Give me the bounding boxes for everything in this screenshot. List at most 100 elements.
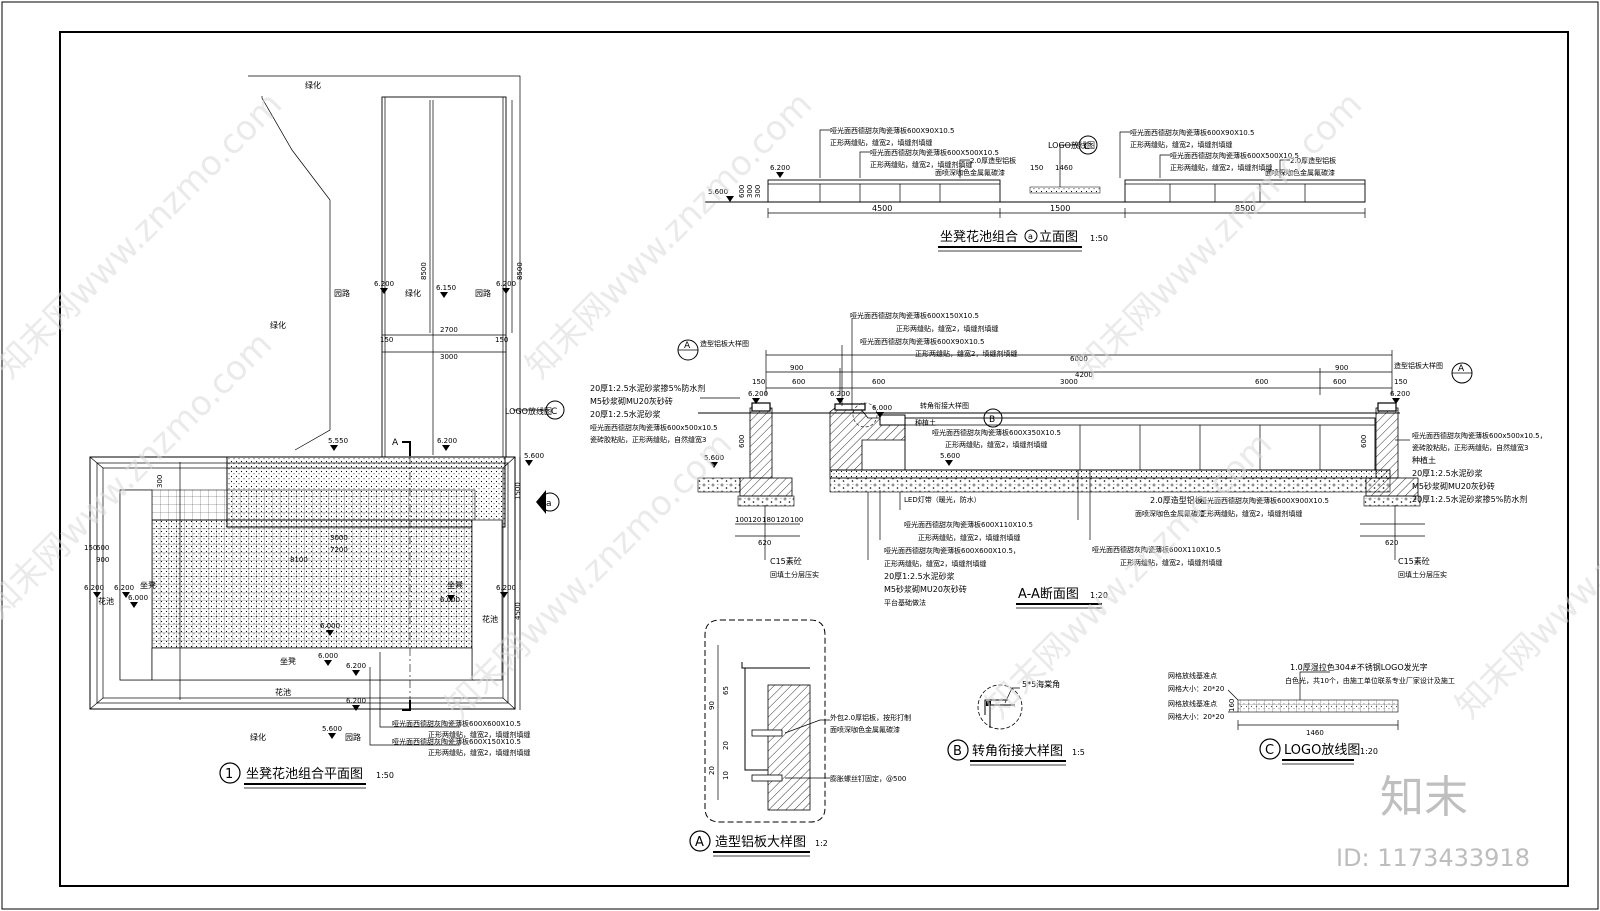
elev-logo-ref: LOGO放线图 — [1048, 140, 1095, 150]
section-right-note-3: 种植土 — [1412, 455, 1436, 465]
plan-dim-150: 150 — [84, 544, 97, 552]
elev-note-l1: 哑光面西德甜灰陶瓷薄板600X90X10.5 — [830, 126, 954, 135]
section-bottom-note-8: 平台基础做法 — [884, 598, 926, 607]
watermark-id: ID: 1173433918 — [1336, 844, 1530, 872]
section-bottom-right-3: 哑光面西德甜灰陶瓷薄板600X900X10.5 — [1200, 496, 1329, 505]
plan-elev-2: 6.150 — [436, 284, 456, 292]
section-level-1: 6.200 — [748, 390, 768, 398]
elev-title-suffix: 立面图 — [1039, 230, 1078, 245]
elev-title: 坐凳花池组合 — [940, 229, 1018, 245]
plan-label-yuanlu-right: 园路 — [475, 288, 491, 298]
plan-elev-3: 6.200 — [496, 280, 516, 288]
detail-c-dim-1460: 1460 — [1306, 729, 1324, 737]
section-right-note-6: 20厚1:2.5水泥砂浆掺5%防水剂 — [1412, 494, 1527, 504]
section-bottom-right-4: 正形两缝贴，缝宽2，填缝剂填缝 — [1200, 509, 1302, 518]
plan-elev-5: 6.200 — [437, 437, 457, 445]
section-bottom-note-6: 20厚1:2.5水泥砂浆 — [884, 571, 955, 581]
elev-dim-v3: 300 — [754, 185, 762, 198]
plan-label-yuanlu-left: 园路 — [334, 288, 350, 298]
section-foot-left-1: C15素砼 — [770, 556, 802, 566]
plan-elev-14: 6.200 — [346, 662, 366, 670]
plan-dim-150b: 150 — [495, 336, 508, 344]
section-labels: A 造型铝板大样图 A 造型铝板大样图 B 6000 900 4200 900 … — [590, 311, 1547, 609]
detail-c-grid-2: 网格大小：20*20 — [1168, 684, 1224, 693]
section-right-note-1: 哑光面西德甜灰陶瓷薄板600x500x10.5， — [1412, 431, 1547, 440]
plan-label-lvhua-left: 绿化 — [270, 320, 286, 330]
detail-b — [947, 684, 1023, 761]
elev-level-2: 5.600 — [708, 188, 728, 196]
section-bottom-note-2: 哑光面西德甜灰陶瓷薄板600X110X10.5 — [904, 520, 1033, 529]
detail-a-note-1: 外包2.0厚铝板，按形打制 — [830, 713, 911, 722]
section-top-note-6: 哑光面西德甜灰陶瓷薄板600X350X10.5 — [932, 428, 1061, 437]
section-bottom-right-2: 面喷深咖色金属氟碳漆 — [1135, 509, 1205, 518]
elev-dim-v1: 600 — [738, 185, 746, 198]
section-bottom-note-7: M5砂浆砌MU20灰砂砖 — [884, 584, 967, 594]
plan-label-zuodeng-right: 坐凳 — [447, 580, 463, 590]
section-level-4: 5.600 — [940, 452, 960, 460]
elev-callout-c: C — [1084, 142, 1090, 152]
section-level-6: 6.200 — [1390, 390, 1410, 398]
section-top-note-1: 哑光面西德甜灰陶瓷薄板600X150X10.5 — [850, 311, 979, 320]
detail-c-grid-3: 网格放线基准点 — [1168, 699, 1217, 708]
detail-a — [689, 619, 830, 852]
detail-a-dim-5: 10 — [722, 771, 730, 780]
plan-title: 坐凳花池组合平面图 — [246, 766, 363, 782]
plan-dim-4500: 4500 — [514, 602, 522, 620]
elev-note-l3: 哑光面西德甜灰陶瓷薄板600X500X10.5 — [870, 148, 999, 157]
section-top-note-3: 哑光面西德甜灰陶瓷薄板600X90X10.5 — [860, 337, 984, 346]
section-title: A-A断面图 — [1018, 587, 1079, 602]
plan-elev-15: 6.200 — [346, 697, 366, 705]
section-level-2: 6.200 — [830, 390, 850, 398]
section-foot-dim-1: 100 — [735, 516, 748, 524]
plan-note-2: 正形两缝贴，缝宽2，填缝剂填缝 — [428, 730, 530, 739]
detail-c-callout: C — [1265, 743, 1274, 758]
plan-dim-8100: 8100 — [290, 556, 308, 564]
section-side-dim-1: 600 — [738, 435, 746, 448]
plan-dim-1500: 1500 — [514, 482, 522, 500]
section-bottom-note-5: 正形两缝贴，缝宽2，填缝剂填缝 — [884, 559, 986, 568]
elev-note-r1: 哑光面西德甜灰陶瓷薄板600X90X10.5 — [1130, 128, 1254, 137]
section-left-note-5: 瓷砖胶粘贴，正形两缝贴，自然缝宽3 — [590, 435, 706, 444]
section-dim-600c: 600 — [1255, 378, 1268, 386]
section-dim-3000: 3000 — [1060, 378, 1078, 386]
detail-a-callout: A — [695, 835, 704, 850]
plan-dim-3000v: 3000 — [330, 534, 348, 542]
plan-label-huachi-bottom: 花池 — [275, 687, 291, 697]
plan-dim-900: 900 — [96, 556, 109, 564]
plan-dim-2700: 2700 — [440, 326, 458, 334]
section-foot-dim-total-r: 620 — [1385, 539, 1398, 547]
section-dim-150a: 150 — [752, 378, 765, 386]
plan-elev-16: 5.600 — [322, 725, 342, 733]
section-top-note-4: 正形两缝贴，缝宽2，填缝剂填缝 — [915, 349, 1017, 358]
detail-c-labels: 1.0厚湿拉色304#不锈钢LOGO发光字 白色光，共10个，由施工单位联系专业… — [1168, 662, 1455, 765]
plan-section-a: A — [392, 438, 399, 448]
plan-callout-a: a — [546, 499, 552, 509]
elev-note-l5: 2.0厚造型铝板 — [970, 156, 1016, 165]
section-callout-b: B — [989, 415, 995, 425]
plan-elev-9: 6.000 — [128, 594, 148, 602]
section-bottom-note-4: 哑光面西德甜灰陶瓷薄板600X600X10.5， — [884, 546, 1020, 555]
elev-dim-1500: 1500 — [1050, 204, 1070, 213]
section-left-note-1: 20厚1:2.5水泥砂浆掺5%防水剂 — [590, 383, 705, 393]
section-dim-600a: 600 — [792, 378, 805, 386]
detail-a-note-2: 面喷深咖色金属氟碳漆 — [830, 725, 900, 734]
section-foot-right-2: 回填土分层压实 — [1398, 570, 1447, 579]
section-right-note-5: M5砂浆砌MU20灰砂砖 — [1412, 481, 1495, 491]
plan-label-zuodeng-bottom: 坐凳 — [280, 656, 296, 666]
section-top-note-8: 种植土 — [915, 418, 936, 427]
section-bottom-note-1: LED灯带（暖光，防水） — [904, 495, 981, 504]
elev-note-l2: 正形两缝贴，缝宽2，填缝剂填缝 — [830, 138, 932, 147]
elev-dim-v2: 300 — [746, 185, 754, 198]
section-bottom-right-5: 哑光面西德甜灰陶瓷薄板600X110X10.5 — [1092, 545, 1221, 554]
plan-note-1: 哑光面西德甜灰陶瓷薄板600X600X10.5 — [392, 719, 521, 728]
section-bottom-right-1: 2.0厚造型铝板 — [1150, 495, 1203, 505]
elev-note-l4: 正形两缝贴，缝宽2，填缝剂填缝 — [870, 160, 972, 169]
section-right-note-4: 20厚1:2.5水泥砂浆 — [1412, 468, 1483, 478]
plan-elev-7: 6.200 — [84, 584, 104, 592]
detail-c — [1227, 671, 1399, 760]
elev-note-r2: 正形两缝贴，缝宽2，填缝剂填缝 — [1130, 140, 1232, 149]
drawing-frame — [59, 31, 1569, 887]
section-foot-right-1: C15素砼 — [1398, 556, 1430, 566]
